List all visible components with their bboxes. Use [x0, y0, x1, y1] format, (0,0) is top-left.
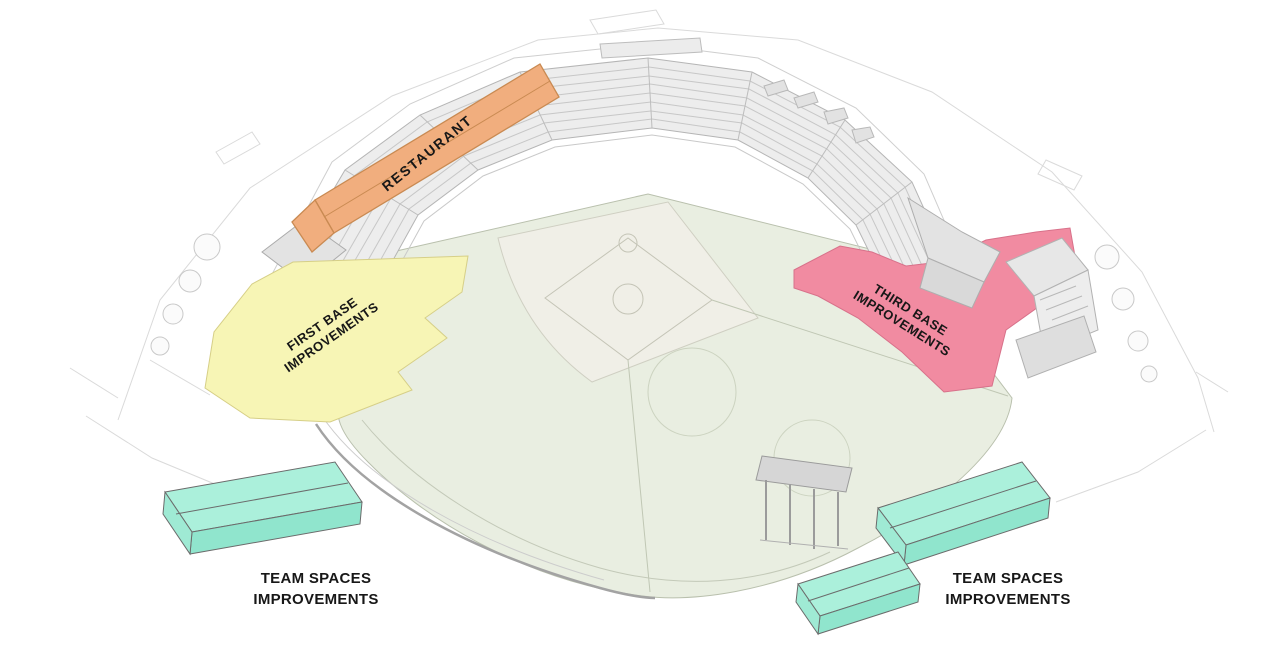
building-end	[795, 582, 821, 636]
restaurant-roof-end	[291, 198, 335, 253]
team-spaces-right-line1: TEAM SPACES	[952, 570, 1064, 587]
site-wall-left	[85, 415, 235, 493]
team-spaces-building-right-small	[795, 551, 921, 636]
right-end-structure-lower	[919, 257, 985, 309]
outfield-wall	[314, 423, 656, 600]
cross-aisle	[379, 134, 878, 302]
team-spaces-building-left	[162, 461, 363, 556]
site-boundary	[117, 27, 1215, 433]
infield-area	[497, 201, 759, 383]
building-ridge	[175, 482, 349, 515]
suite-boxes	[763, 79, 875, 144]
first-base-zone-shape	[204, 255, 469, 423]
site-wall-left-3	[149, 359, 211, 396]
batting-cage-posts	[765, 480, 839, 549]
team-spaces-buildings	[162, 461, 1051, 636]
right-side-structures	[907, 196, 1099, 379]
site-structure-right	[1037, 159, 1083, 191]
restaurant-roof-ridge	[323, 80, 551, 218]
team-spaces-building-right-large	[875, 461, 1051, 567]
building-end	[162, 490, 193, 556]
team-spaces-label-right: TEAM SPACES IMPROVEMENTS	[945, 568, 1070, 610]
home-plate-circle	[618, 233, 638, 253]
site-structure-left	[215, 131, 261, 165]
site-wall-left-2	[69, 367, 119, 399]
outfield-circle-1	[647, 347, 737, 437]
right-end-structure-upper	[907, 196, 1001, 283]
trees-right	[1094, 244, 1158, 383]
team-spaces-label-left: TEAM SPACES IMPROVEMENTS	[253, 568, 378, 610]
site-linework	[69, 9, 1229, 503]
site-wall-right	[1055, 429, 1207, 503]
first-base-zone	[204, 255, 469, 423]
batting-cage-base	[759, 539, 849, 550]
batting-cage-roof	[755, 455, 853, 493]
building-ridge	[889, 480, 1037, 529]
building-ridge	[807, 567, 910, 602]
site-structure-top	[589, 9, 665, 35]
pitchers-mound	[612, 283, 644, 315]
warning-track	[361, 419, 831, 582]
site-wall-right-2	[1195, 371, 1229, 393]
team-spaces-left-line1: TEAM SPACES	[260, 570, 372, 587]
batting-cage	[755, 455, 853, 550]
right-complex-c	[1015, 315, 1097, 379]
foul-line-bottom	[627, 359, 651, 593]
stair-treads	[1039, 285, 1089, 321]
team-spaces-right-line2: IMPROVEMENTS	[945, 591, 1071, 608]
outfield-wall-inner	[321, 415, 605, 581]
press-box	[599, 37, 703, 59]
trees-left	[150, 233, 221, 356]
restaurant-roof	[291, 63, 560, 253]
team-spaces-left-line2: IMPROVEMENTS	[253, 591, 379, 608]
